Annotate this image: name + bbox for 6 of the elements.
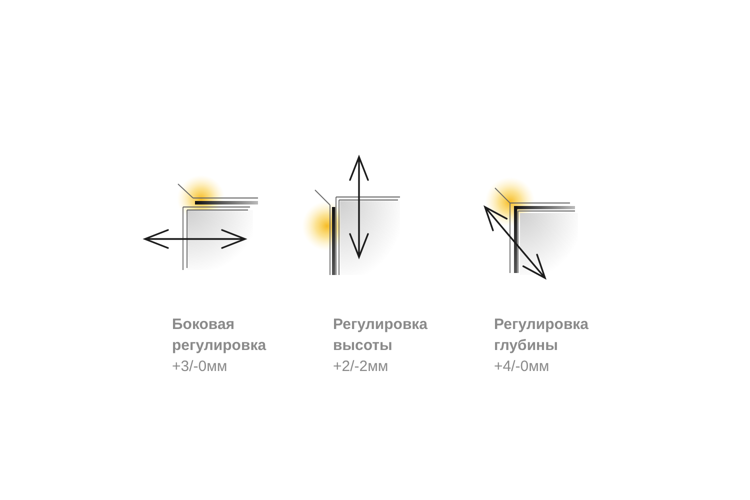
adjustment-value: +4/-0мм (494, 357, 550, 377)
adjustment-title: Регулировка глубины (494, 315, 590, 356)
adjustment-value: +2/-2мм (333, 357, 388, 377)
adjustment-value: +3/-0мм (172, 357, 228, 377)
adjustment-title: Регулировка высоты (333, 315, 429, 356)
adjustment-title: Боковая регулировка (172, 315, 268, 356)
